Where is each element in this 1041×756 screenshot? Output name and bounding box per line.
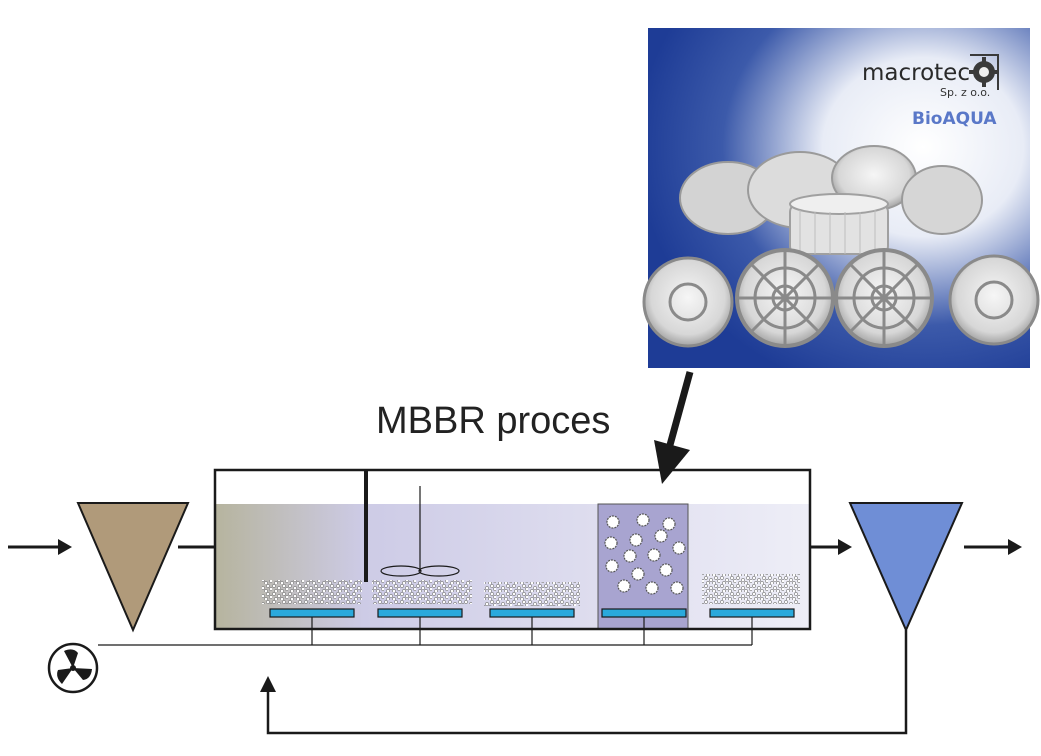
sludge-return-line xyxy=(260,630,908,735)
secondary-clarifier xyxy=(848,502,964,633)
media-bed xyxy=(262,580,362,604)
flow-arrow-icon xyxy=(964,539,1022,555)
primary-clarifier xyxy=(76,502,190,633)
mbbr-tank xyxy=(213,468,812,631)
aerator-plates xyxy=(269,608,795,618)
carrier-media xyxy=(604,513,686,595)
flow-arrow-icon xyxy=(8,539,72,555)
blower-icon xyxy=(47,642,99,694)
mixer-icon xyxy=(380,486,460,577)
brand-logo: macrotec Sp. z o.o. BioAQUA xyxy=(862,54,999,129)
media-bed xyxy=(372,580,472,604)
brand-name: macrotec xyxy=(862,60,970,86)
gear-icon xyxy=(969,57,999,87)
diagram-title: MBBR proces xyxy=(376,400,610,442)
media-bed xyxy=(484,582,580,606)
media-bed xyxy=(702,574,800,604)
carrier-media-icon xyxy=(679,145,983,255)
carrier-media-icon xyxy=(642,248,1040,348)
pointer-arrow-icon xyxy=(654,371,694,484)
brand-subtitle: Sp. z o.o. xyxy=(940,86,990,99)
product-name: BioAQUA xyxy=(912,109,997,129)
air-pipe xyxy=(98,617,753,646)
product-photo: macrotec Sp. z o.o. BioAQUA xyxy=(642,28,1040,368)
